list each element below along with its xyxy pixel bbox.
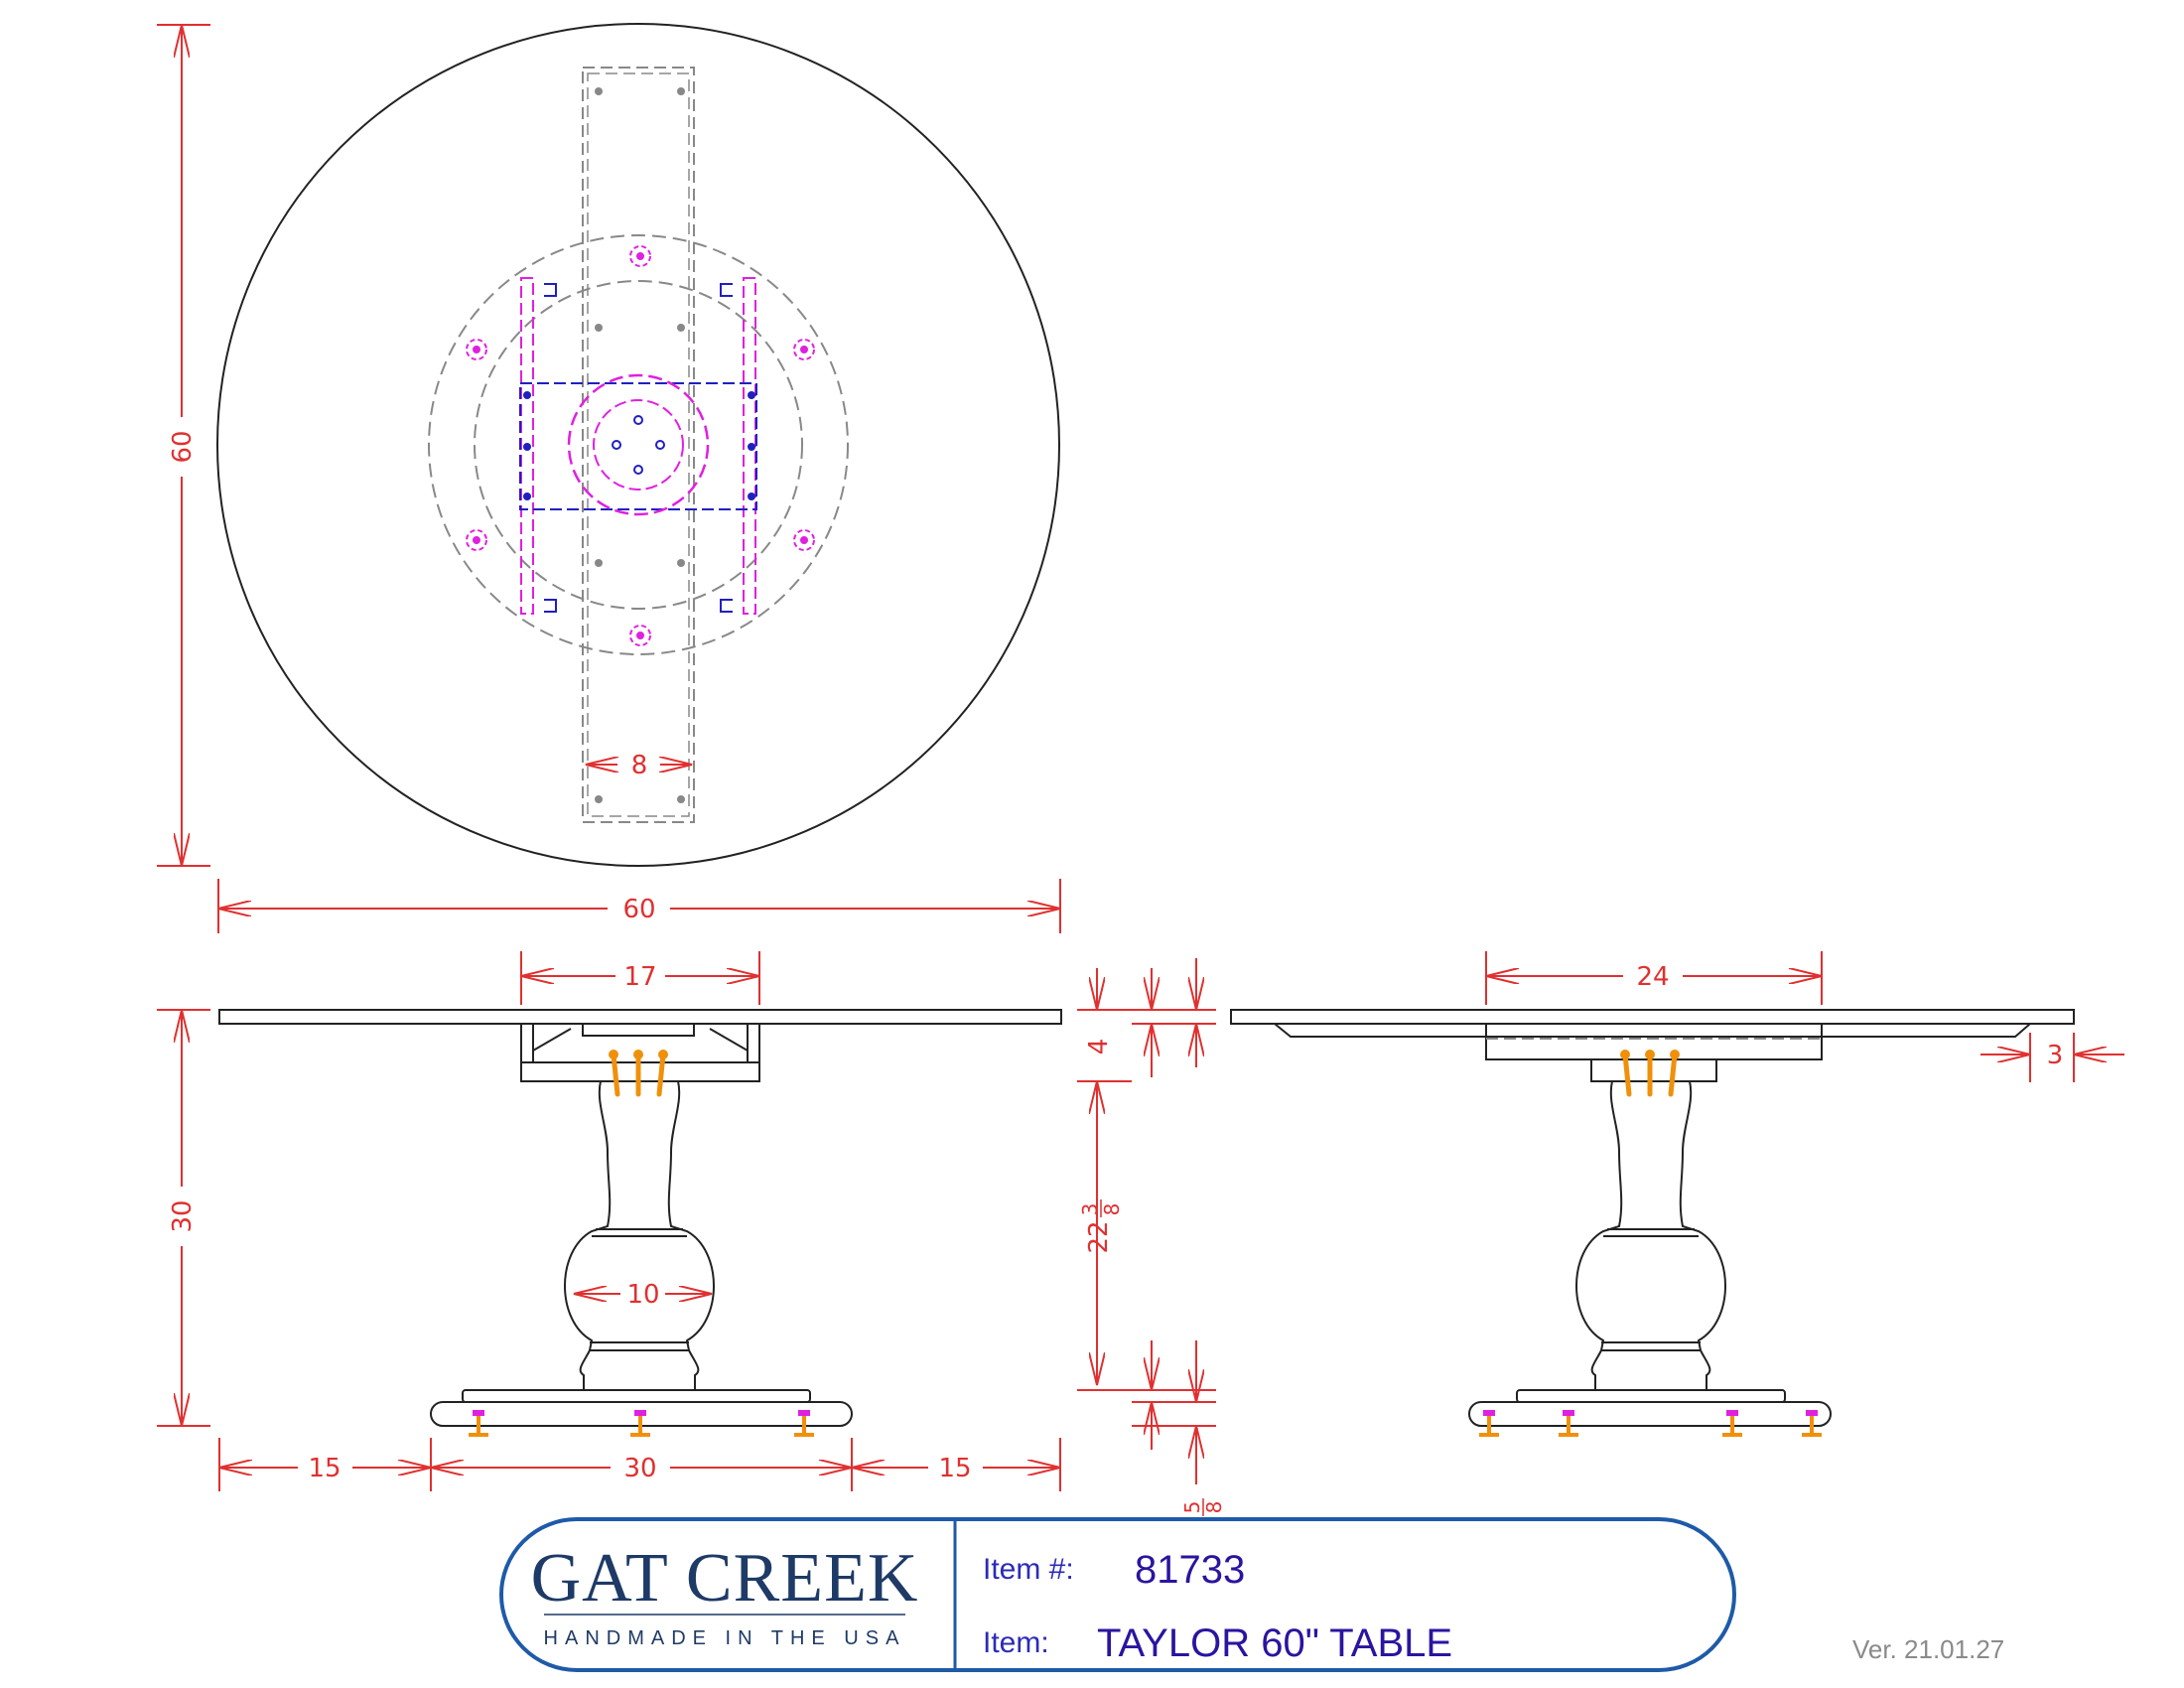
item-name-label: Item: bbox=[983, 1626, 1049, 1659]
side-base-upper bbox=[1516, 1389, 1786, 1403]
dimension-vertical-stack bbox=[1077, 958, 1216, 1484]
side-glides bbox=[1479, 1414, 1822, 1437]
mounting-plate-hidden bbox=[519, 382, 757, 510]
cleats bbox=[520, 277, 756, 615]
side-hardware bbox=[1622, 1052, 1678, 1097]
dim-base-right-label: 15 bbox=[938, 1454, 971, 1483]
dim-base-left-label: 15 bbox=[308, 1454, 341, 1483]
dim-foot-height-den: 8 bbox=[1202, 1501, 1226, 1514]
dim-column-height-whole: 22 bbox=[1084, 1220, 1114, 1253]
item-number-label: Item #: bbox=[983, 1553, 1074, 1586]
version-label: Ver. 21.01.27 bbox=[1852, 1634, 2004, 1664]
top-view bbox=[216, 23, 1060, 867]
title-block: GAT CREEK HANDMADE IN THE USA Item #: 81… bbox=[499, 1517, 1736, 1672]
dim-apron-height-label: 4 bbox=[1084, 1039, 1114, 1055]
dim-column-diameter-label: 10 bbox=[626, 1280, 659, 1310]
front-hardware bbox=[611, 1052, 666, 1097]
base-ring-inner-hidden bbox=[474, 280, 803, 610]
dim-table-height-label: 30 bbox=[168, 1199, 198, 1232]
dimension-top-overhang bbox=[1980, 1033, 2124, 1082]
brackets bbox=[544, 283, 733, 613]
base-bolt-markers bbox=[466, 245, 815, 646]
dimension-side-cleat-span bbox=[1485, 951, 1823, 1005]
side-tabletop bbox=[1230, 1009, 2075, 1025]
dimension-top-width bbox=[217, 879, 1061, 933]
dim-column-height: 22 3 8 bbox=[1078, 1199, 1124, 1254]
dim-column-height-num: 3 bbox=[1078, 1203, 1102, 1216]
tabletop-circle bbox=[216, 23, 1060, 867]
company-tagline: HANDMADE IN THE USA bbox=[544, 1627, 906, 1649]
dim-foot-height: 5 8 bbox=[1180, 1498, 1226, 1516]
dim-apron-width-label: 8 bbox=[631, 751, 648, 780]
dim-column-height-den: 8 bbox=[1100, 1203, 1124, 1216]
base-ring-outer-hidden bbox=[428, 234, 849, 655]
front-glides bbox=[469, 1414, 814, 1437]
dimension-table-height bbox=[157, 1009, 210, 1427]
column-outline-hidden bbox=[567, 373, 710, 516]
dimension-base-bottom bbox=[218, 1438, 1061, 1491]
dim-base-width-label: 30 bbox=[623, 1454, 656, 1483]
front-base-upper bbox=[462, 1389, 811, 1403]
screw-dots bbox=[595, 87, 685, 803]
dim-side-cleat-span-label: 24 bbox=[1636, 962, 1669, 992]
front-tabletop bbox=[218, 1009, 1062, 1025]
apron-board-hidden bbox=[582, 67, 695, 823]
dim-top-overhang-label: 3 bbox=[2047, 1041, 2064, 1070]
dimension-cleat-span bbox=[520, 951, 760, 1005]
dim-foot-height-num: 5 bbox=[1180, 1501, 1204, 1514]
dim-top-width-label: 60 bbox=[622, 895, 655, 924]
item-name-value: TAYLOR 60" TABLE bbox=[1097, 1621, 1452, 1665]
dim-cleat-span-label: 17 bbox=[623, 962, 656, 992]
side-base-lower bbox=[1468, 1401, 1832, 1427]
front-view bbox=[218, 1009, 1062, 1427]
company-logo: GAT CREEK bbox=[531, 1540, 919, 1617]
side-view bbox=[1230, 1009, 2075, 1427]
title-block-border bbox=[499, 1517, 1736, 1672]
dim-top-height-label: 60 bbox=[168, 430, 198, 463]
dimension-top-height bbox=[157, 24, 210, 867]
item-number-value: 81733 bbox=[1135, 1548, 1245, 1592]
